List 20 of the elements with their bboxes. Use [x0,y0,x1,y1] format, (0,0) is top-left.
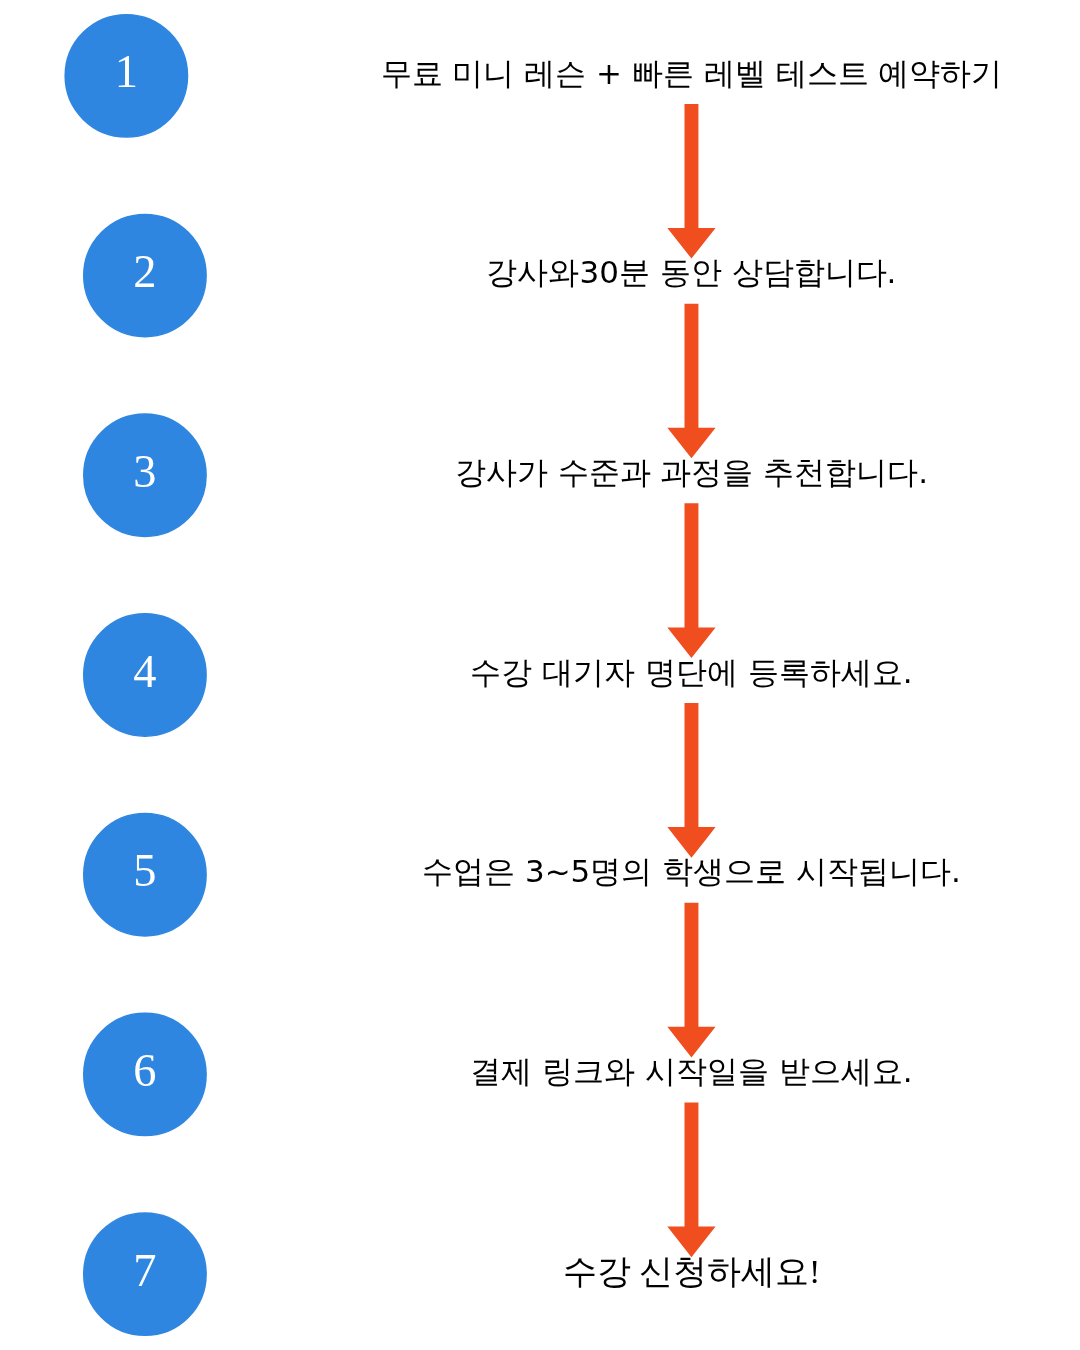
node-text: 무료 미니 레슨 + 빠른 레벨 테스트 예약하기 [380,54,1002,91]
node-circle: 7 [82,1212,207,1337]
arrow [666,703,716,858]
node-text: 수강 대기자 명단에 등록하세요. [469,653,913,690]
arrow [666,103,716,259]
arrow [666,902,716,1058]
node-circle: 3 [82,413,207,538]
node-text: 강사와30분 동안 상담합니다. [486,254,896,291]
arrow [666,303,716,459]
node-text: 수업은 3~5명의 학생으로 시작됩니다. [421,853,961,890]
arrow [666,1102,716,1258]
arrow [666,503,716,658]
node-circle: 6 [82,1012,207,1137]
node-text: 결제 링크와 시작일을 받으세요. [469,1053,913,1090]
node-circle: 5 [82,812,207,937]
node-text: 강사가 수준과 과정을 추천합니다. [454,454,928,491]
node-circle: 4 [82,613,207,737]
node-circle: 2 [82,213,207,338]
node-circle: 1 [63,13,188,138]
node-text: 수강 신청하세요! [562,1252,820,1290]
